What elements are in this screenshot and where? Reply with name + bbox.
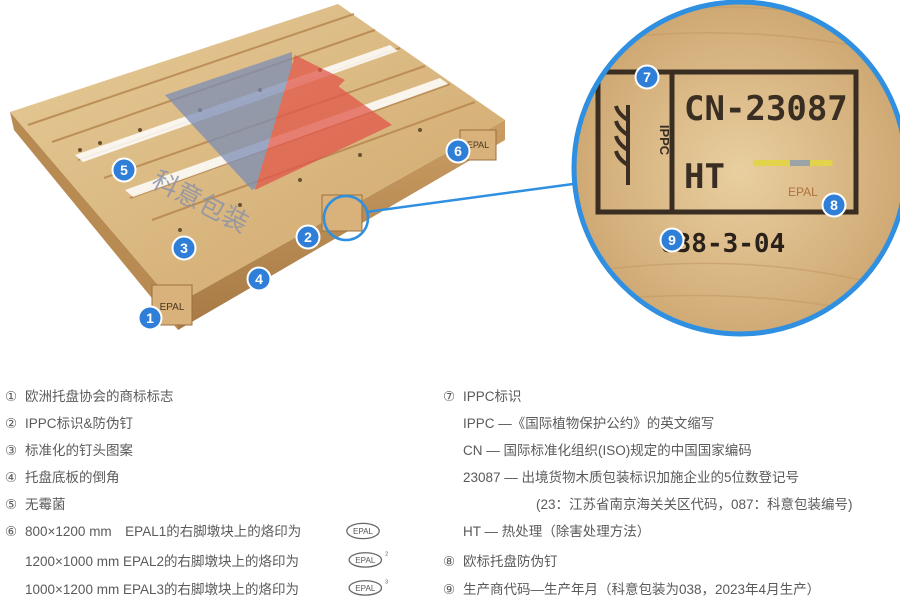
svg-text:7: 7	[643, 69, 651, 85]
epal3-mark: EPAL 3	[348, 579, 388, 596]
svg-text:4: 4	[255, 271, 263, 287]
legend-item-7-ippc: IPPC —《国际植物保护公约》的英文缩写	[463, 416, 715, 431]
svg-text:8: 8	[830, 197, 838, 213]
badge-1: 1	[137, 305, 163, 331]
epal1-mark: EPAL	[346, 522, 380, 540]
block-epal-mark: EPAL	[160, 302, 185, 313]
badge-3: 3	[171, 235, 197, 261]
svg-text:2: 2	[385, 551, 388, 557]
zoom-detail: IPPC CN-23087 HT 038-3-04 EPAL	[571, 0, 900, 337]
badge-6: 6	[445, 138, 471, 164]
pallet-figure: EPAL EPAL 科意包装	[10, 0, 900, 337]
stamp-ht: HT	[684, 157, 725, 197]
legend-item-6b: 1200×1000 mm EPAL2的右脚墩块上的烙印为	[25, 554, 299, 569]
legend-item-7-ht: HT — 热处理（除害处理方法）	[463, 524, 651, 539]
svg-text:6: 6	[454, 143, 462, 159]
callout-line	[365, 182, 574, 214]
badge-4: 4	[246, 266, 272, 292]
logo-watermark	[165, 52, 392, 190]
stamp-cn-code: CN-23087	[684, 89, 848, 129]
svg-text:EPAL: EPAL	[355, 556, 376, 565]
badge-8: 8	[821, 192, 847, 218]
legend-item-7-note: (23：江苏省南京海关关区代码，087：科意包装编号)	[536, 497, 853, 512]
badge-5: 5	[111, 157, 137, 183]
svg-text:EPAL: EPAL	[788, 185, 818, 199]
pallet-image: EPAL EPAL 科意包装	[10, 4, 574, 330]
svg-text:9: 9	[668, 232, 676, 248]
svg-text:2: 2	[304, 229, 312, 245]
legend-item-7-cn: CN — 国际标准化组织(ISO)规定的中国国家编码	[463, 443, 752, 458]
badge-2: 2	[295, 224, 321, 250]
callout-circle-small	[322, 194, 370, 242]
svg-text:EPAL: EPAL	[355, 584, 376, 593]
svg-text:3: 3	[180, 240, 188, 256]
badge-7: 7	[634, 64, 660, 90]
legend-item-6c: 1000×1200 mm EPAL3的右脚墩块上的烙印为	[25, 582, 299, 597]
legend-item-7-code: 23087 — 出境货物木质包装标识加施企业的5位数登记号	[463, 470, 800, 485]
svg-text:EPAL: EPAL	[353, 527, 374, 536]
epal2-mark: EPAL 2	[348, 551, 388, 568]
svg-text:1: 1	[146, 310, 154, 326]
badge-9: 9	[659, 227, 685, 253]
block-epal-mark-right: EPAL	[467, 140, 489, 150]
svg-text:3: 3	[385, 579, 388, 585]
svg-text:5: 5	[120, 162, 128, 178]
stamp-ippc: IPPC	[657, 125, 672, 156]
badges: 1 2 3 4 5 6 7 8 9	[111, 64, 847, 331]
